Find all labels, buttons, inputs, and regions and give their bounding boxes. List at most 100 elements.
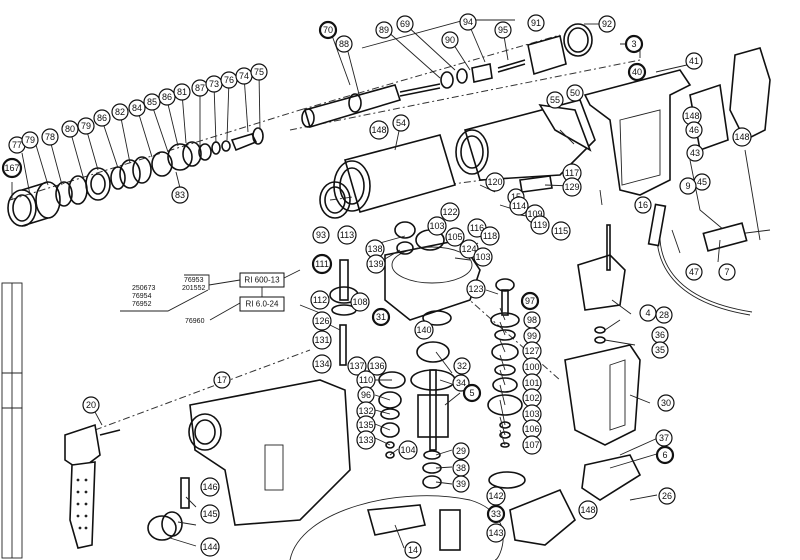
callout-number: 75 [254, 67, 264, 77]
callout-circle [441, 31, 459, 49]
callout-number: 115 [554, 226, 568, 236]
callout-29: 29 [452, 442, 470, 460]
callout-circle [566, 84, 584, 102]
callout-number: 78 [45, 132, 55, 142]
callout-circle [459, 13, 477, 31]
callout-80: 80 [61, 120, 79, 138]
callout-number: 38 [456, 463, 466, 473]
callout-103: 103 [473, 247, 493, 267]
callout-number: 35 [655, 345, 665, 355]
callout-circle [312, 354, 332, 374]
callout-circle [679, 177, 697, 195]
callout-92: 92 [598, 15, 616, 33]
callout-number: 145 [202, 509, 217, 519]
callout-number: 80 [65, 124, 75, 134]
callout-number: 136 [369, 361, 384, 371]
callout-74: 74 [235, 67, 253, 85]
callout-number: 131 [314, 335, 329, 345]
callout-circle [685, 121, 703, 139]
callout-number: 95 [498, 25, 508, 35]
callout-122: 122 [440, 202, 460, 222]
callout-number: 138 [367, 244, 382, 254]
callout-144: 144 [200, 537, 220, 557]
chuck-ring-stack [7, 127, 264, 227]
callout-number: 120 [487, 177, 502, 187]
callout-number: 124 [461, 244, 476, 254]
callout-circle [347, 356, 367, 376]
callout-number: 139 [368, 259, 383, 269]
callout-circle [657, 394, 675, 412]
callout-circle [546, 91, 564, 109]
callout-circle [392, 114, 410, 132]
part-code: 76954 [132, 293, 152, 300]
callout-148: 148 [369, 120, 389, 140]
callout-number: 108 [352, 297, 367, 307]
callout-circle [367, 356, 387, 376]
callout-number: 103 [475, 252, 490, 262]
callout-circle [462, 383, 482, 403]
callout-46: 46 [685, 121, 703, 139]
callout-circle [312, 330, 332, 350]
callout-93: 93 [312, 226, 330, 244]
callout-number: 70 [323, 25, 333, 35]
callout-145: 145 [200, 504, 220, 524]
callout-126: 126 [312, 311, 332, 331]
callout-134: 134 [312, 354, 332, 374]
callout-number: 73 [209, 79, 219, 89]
callout-41: 41 [685, 52, 703, 70]
callout-number: 92 [602, 19, 612, 29]
callout-circle [527, 14, 545, 32]
callout-14: 14 [404, 541, 422, 559]
callout-circle [578, 500, 598, 520]
callout-circle [173, 83, 191, 101]
part-code-right: 76953 201552 [182, 274, 241, 292]
intermediate-shaft [329, 259, 359, 366]
callout-50: 50 [566, 84, 584, 102]
callout-118: 118 [480, 226, 500, 246]
callout-circle [111, 103, 129, 121]
part-code-left: 250673 76954 76952 [120, 285, 209, 312]
callout-86: 86 [158, 88, 176, 106]
callout-number: 89 [379, 25, 389, 35]
crank-assembly [487, 278, 523, 448]
rear-cover [289, 495, 504, 560]
callout-89: 89 [375, 21, 393, 39]
callout-number: 148 [580, 505, 595, 515]
callout-circle [624, 34, 644, 54]
callout-circle [480, 226, 500, 246]
callout-number: 85 [147, 97, 157, 107]
callout-circle [200, 504, 220, 524]
callout-number: 91 [531, 18, 541, 28]
callout-70: 70 [318, 20, 338, 40]
callout-number: 20 [86, 400, 96, 410]
callout-136: 136 [367, 356, 387, 376]
callout-number: 148 [684, 111, 699, 121]
callout-circle [335, 35, 353, 53]
callout-98: 98 [523, 311, 541, 329]
callout-number: 97 [525, 296, 535, 306]
callout-106: 106 [522, 419, 542, 439]
callout-37: 37 [655, 429, 673, 447]
callout-number: 114 [512, 201, 526, 211]
callout-number: 146 [202, 482, 217, 492]
callout-number: 50 [570, 88, 580, 98]
callout-circle [509, 196, 529, 216]
callout-number: 90 [445, 35, 455, 45]
callout-circle [453, 357, 471, 375]
callout-6: 6 [655, 445, 675, 465]
callout-number: 83 [175, 190, 185, 200]
callout-number: 9 [685, 181, 690, 191]
callout-circle [440, 202, 460, 222]
callout-circle [350, 292, 370, 312]
callout-number: 76 [224, 75, 234, 85]
callout-number: 87 [195, 83, 205, 93]
margin-table [1, 282, 23, 559]
callout-number: 34 [456, 378, 466, 388]
callout-number: 7 [724, 267, 729, 277]
callout-circle [375, 21, 393, 39]
callout-number: 148 [734, 132, 749, 142]
callout-number: 47 [689, 267, 699, 277]
callout-number: 36 [655, 330, 665, 340]
callout-107: 107 [522, 435, 542, 455]
callout-number: 37 [659, 433, 669, 443]
